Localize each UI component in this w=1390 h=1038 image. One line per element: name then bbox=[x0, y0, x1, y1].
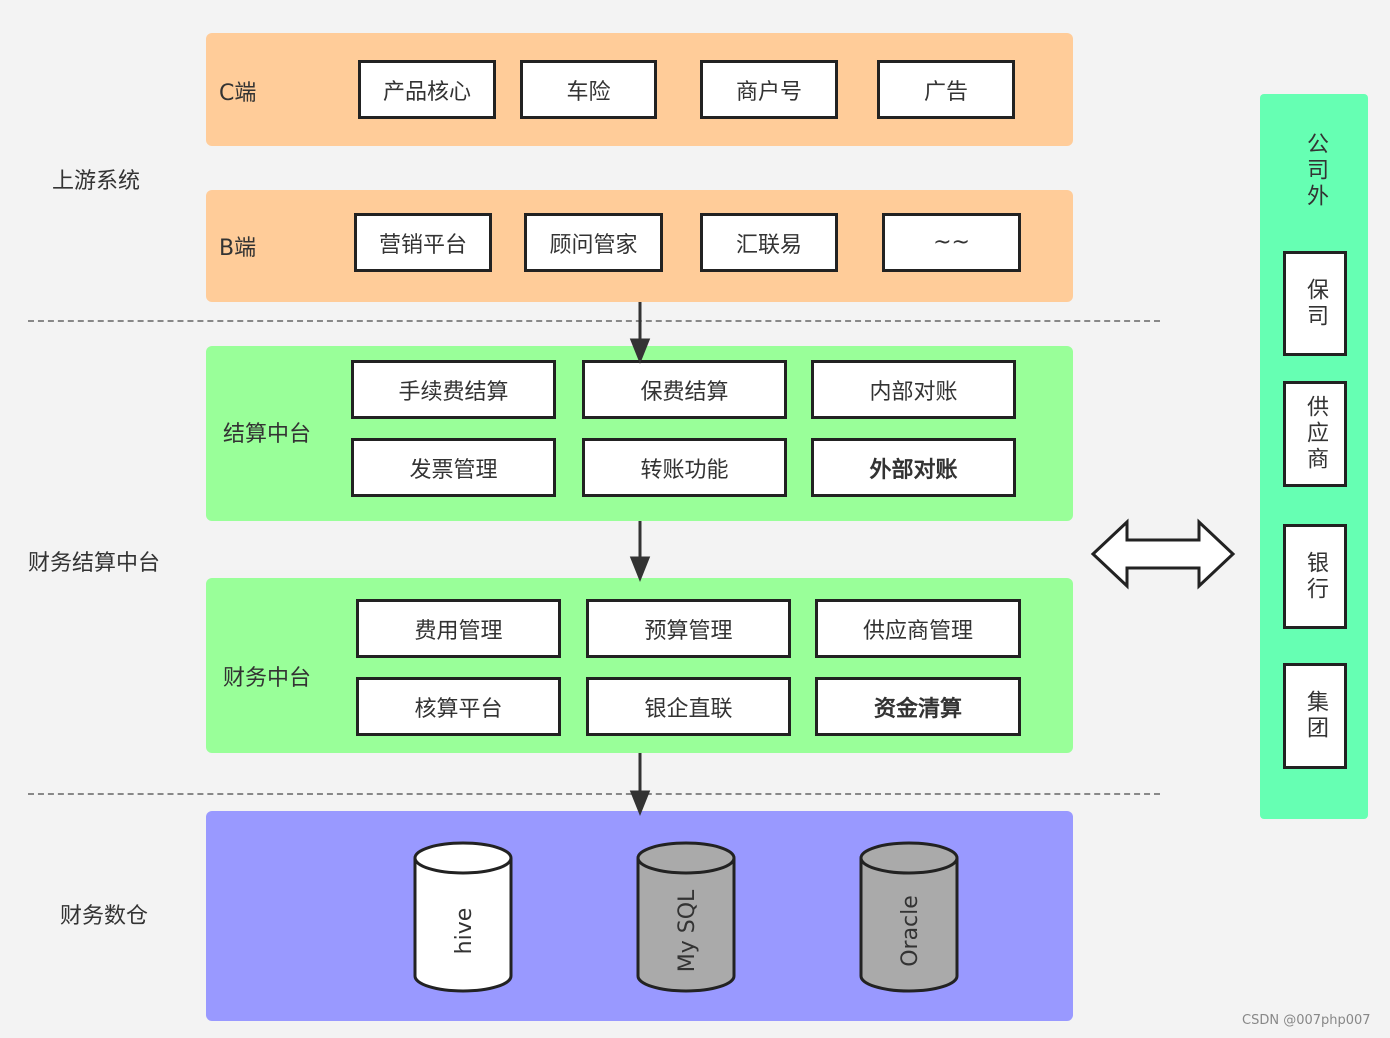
database-hive bbox=[413, 841, 513, 993]
settlement-item: 保费结算 bbox=[582, 360, 787, 419]
layer-label-finance-middle: 财务结算中台 bbox=[28, 551, 161, 576]
finance-item: 核算平台 bbox=[356, 677, 561, 736]
finance-item: 资金清算 bbox=[815, 677, 1021, 736]
settlement-item: 转账功能 bbox=[582, 438, 787, 497]
finance-item: 银企直联 bbox=[586, 677, 791, 736]
external-item: 保司 bbox=[1283, 251, 1347, 356]
finance-item: 费用管理 bbox=[356, 599, 561, 658]
double-arrow-icon bbox=[1090, 518, 1236, 590]
finance-panel: 财务中台 费用管理 预算管理 供应商管理 核算平台 银企直联 资金清算 bbox=[206, 578, 1073, 753]
settlement-item: 手续费结算 bbox=[351, 360, 556, 419]
database-oracle bbox=[859, 841, 959, 993]
settlement-label: 结算中台 bbox=[223, 422, 312, 447]
settlement-item: 外部对账 bbox=[811, 438, 1016, 497]
b-end-panel: B端 营销平台 顾问管家 汇联易 ~~ bbox=[206, 190, 1073, 302]
arrow-head-down-icon bbox=[629, 338, 651, 365]
database-label: My SQL bbox=[675, 889, 700, 972]
external-panel: 公司外 保司 供应商 银行 集团 bbox=[1260, 94, 1368, 819]
b-end-item: 汇联易 bbox=[700, 213, 838, 272]
external-title: 公司外 bbox=[1303, 132, 1328, 210]
external-item: 银行 bbox=[1283, 524, 1347, 629]
arrow-head-down-icon bbox=[629, 790, 651, 817]
external-item: 集团 bbox=[1283, 663, 1347, 769]
finance-item: 预算管理 bbox=[586, 599, 791, 658]
c-end-item: 广告 bbox=[877, 60, 1015, 119]
settlement-item: 发票管理 bbox=[351, 438, 556, 497]
arrow-head-down-icon bbox=[629, 556, 651, 583]
finance-label: 财务中台 bbox=[223, 666, 312, 691]
external-item: 供应商 bbox=[1283, 381, 1347, 487]
database-mysql bbox=[636, 841, 736, 993]
watermark: CSDN @007php007 bbox=[1242, 1013, 1371, 1028]
b-end-item: 顾问管家 bbox=[524, 213, 663, 272]
layer-label-warehouse: 财务数仓 bbox=[60, 904, 149, 929]
layer-label-upstream: 上游系统 bbox=[52, 169, 141, 194]
database-label: hive bbox=[452, 908, 477, 955]
c-end-item: 产品核心 bbox=[358, 60, 496, 119]
c-end-item: 车险 bbox=[520, 60, 657, 119]
settlement-item: 内部对账 bbox=[811, 360, 1016, 419]
separator-line bbox=[28, 793, 1160, 795]
b-end-label: B端 bbox=[219, 236, 257, 261]
database-label: Oracle bbox=[898, 895, 923, 967]
b-end-item: ~~ bbox=[882, 213, 1021, 272]
separator-line bbox=[28, 320, 1160, 322]
c-end-item: 商户号 bbox=[700, 60, 838, 119]
finance-item: 供应商管理 bbox=[815, 599, 1021, 658]
c-end-label: C端 bbox=[219, 81, 257, 106]
b-end-item: 营销平台 bbox=[354, 213, 492, 272]
c-end-panel: C端 产品核心 车险 商户号 广告 bbox=[206, 33, 1073, 146]
settlement-panel: 结算中台 手续费结算 保费结算 内部对账 发票管理 转账功能 外部对账 bbox=[206, 346, 1073, 521]
